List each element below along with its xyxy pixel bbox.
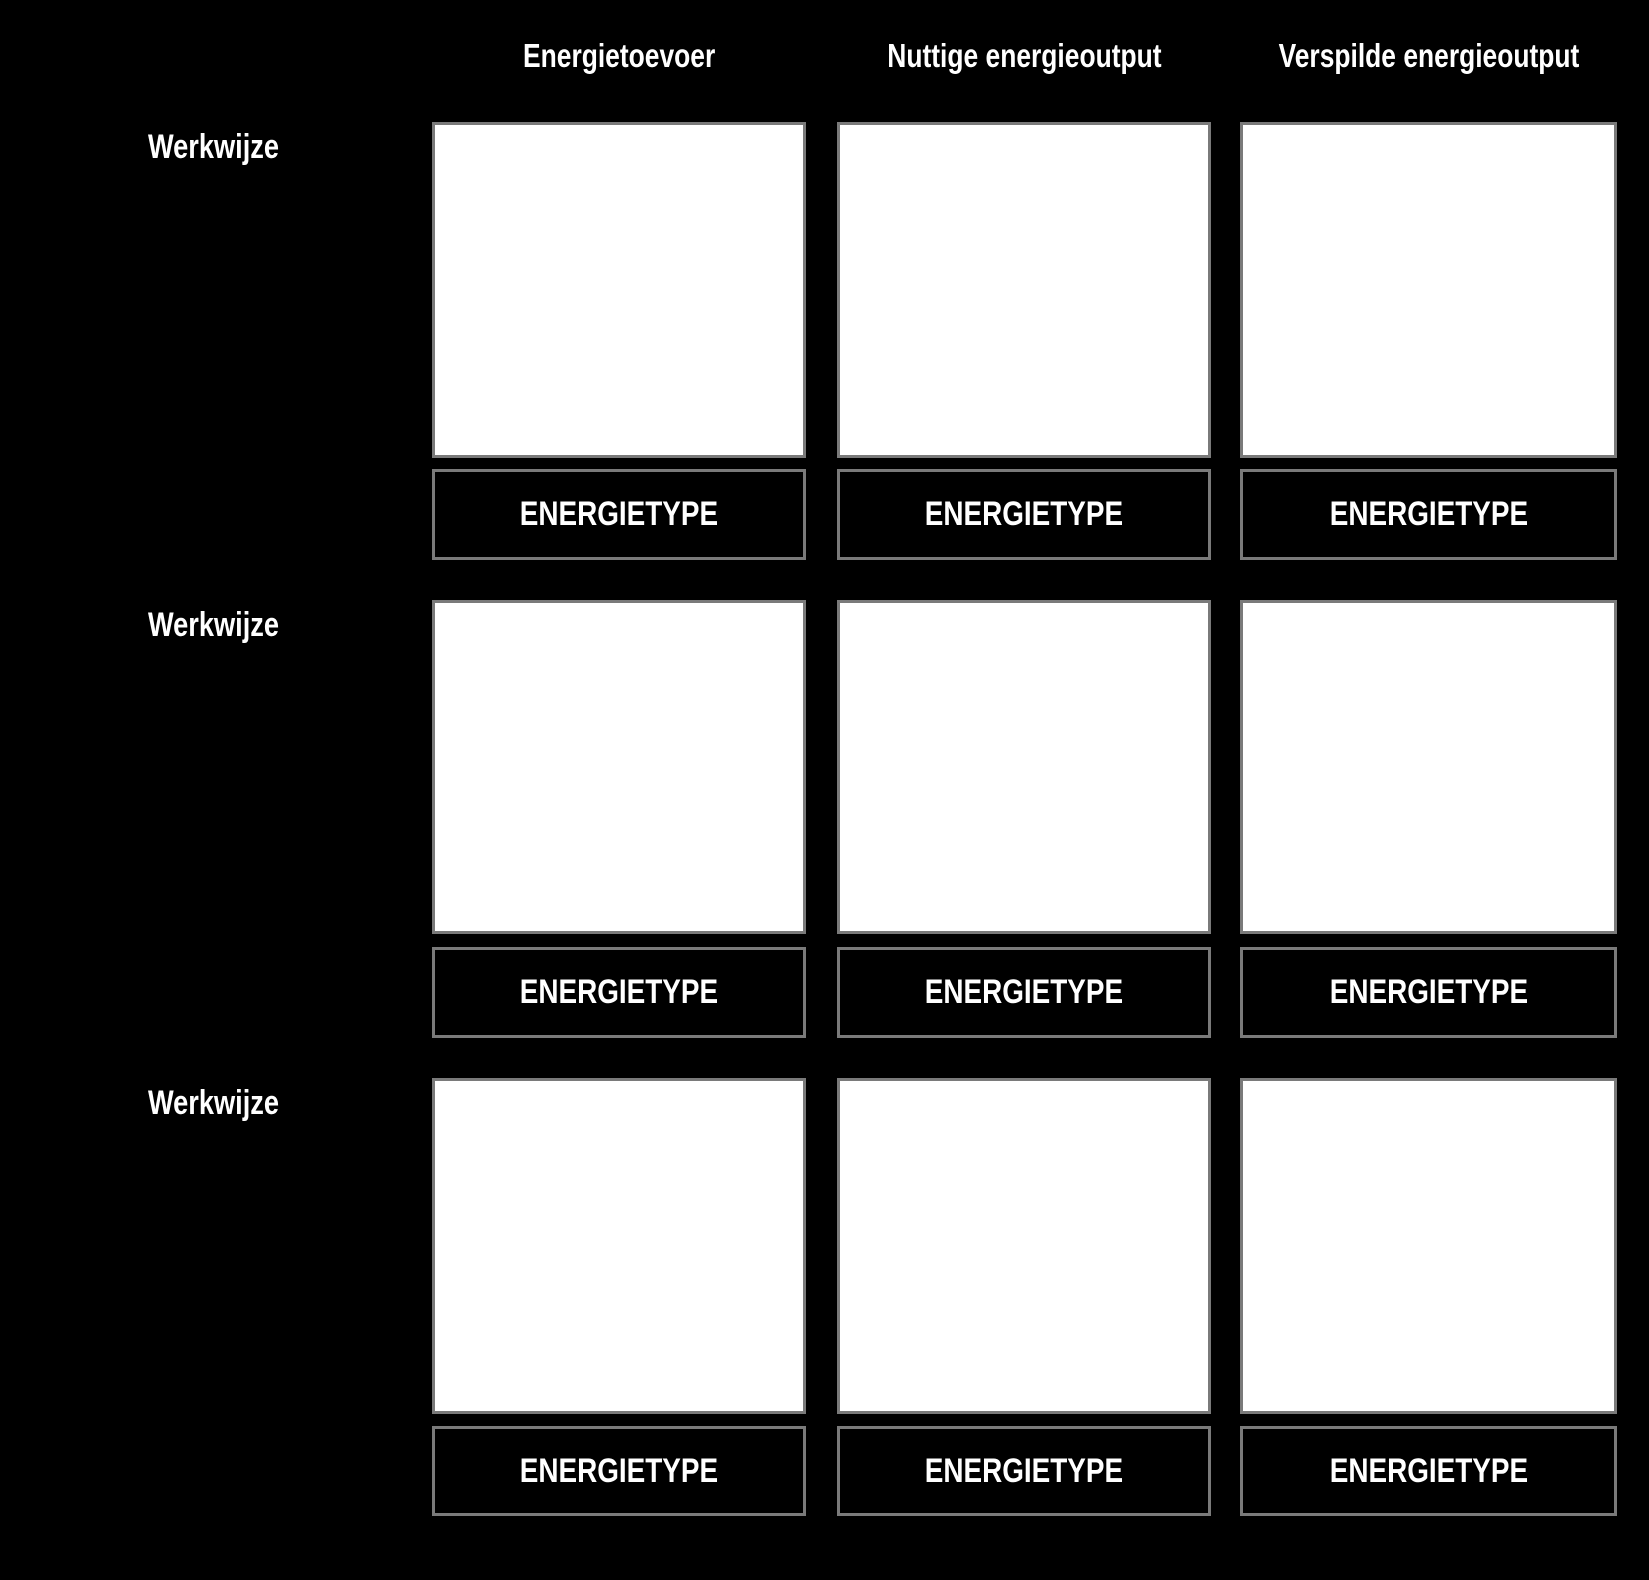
energy-type-label: ENERGIETYPE [924,495,1124,533]
column-header-verspilde-energieoutput: Verspilde energieoutput [1240,33,1617,78]
cell-canvas-row1-energietoevoer[interactable] [432,122,806,458]
row-label-text: Werkwijze [148,606,280,644]
energy-type-field-row2-col3[interactable]: ENERGIETYPE [1240,947,1617,1038]
column-header-label: Verspilde energieoutput [1278,36,1579,74]
column-header-label: Energietoevoer [522,36,716,74]
row-label-werkwijze-3: Werkwijze [148,1080,312,1126]
row-label-text: Werkwijze [148,1084,280,1122]
column-header-label: Nuttige energieoutput [886,36,1162,74]
column-header-energietoevoer: Energietoevoer [432,33,806,78]
energy-type-label: ENERGIETYPE [519,495,719,533]
column-header-nuttige-energieoutput: Nuttige energieoutput [837,33,1211,78]
energy-type-field-row3-col2[interactable]: ENERGIETYPE [837,1426,1211,1516]
cell-canvas-row3-verspilde-energieoutput[interactable] [1240,1078,1617,1414]
energy-type-field-row1-col2[interactable]: ENERGIETYPE [837,469,1211,560]
energy-type-field-row1-col1[interactable]: ENERGIETYPE [432,469,806,560]
energy-type-label: ENERGIETYPE [924,1451,1124,1490]
row-label-text: Werkwijze [148,128,280,166]
cell-canvas-row3-energietoevoer[interactable] [432,1078,806,1414]
energy-type-field-row2-col2[interactable]: ENERGIETYPE [837,947,1211,1038]
energy-type-field-row3-col3[interactable]: ENERGIETYPE [1240,1426,1617,1516]
energy-type-label: ENERGIETYPE [519,973,719,1011]
energy-type-field-row1-col3[interactable]: ENERGIETYPE [1240,469,1617,560]
cell-canvas-row2-energietoevoer[interactable] [432,600,806,934]
cell-canvas-row1-verspilde-energieoutput[interactable] [1240,122,1617,458]
row-label-werkwijze-2: Werkwijze [148,602,312,648]
cell-canvas-row3-nuttige-energieoutput[interactable] [837,1078,1211,1414]
energy-type-field-row2-col1[interactable]: ENERGIETYPE [432,947,806,1038]
energy-type-field-row3-col1[interactable]: ENERGIETYPE [432,1426,806,1516]
energy-type-label: ENERGIETYPE [1329,495,1528,533]
row-label-werkwijze-1: Werkwijze [148,124,312,170]
cell-canvas-row2-nuttige-energieoutput[interactable] [837,600,1211,934]
energy-type-label: ENERGIETYPE [1329,973,1528,1011]
energy-type-label: ENERGIETYPE [1329,1451,1528,1490]
cell-canvas-row2-verspilde-energieoutput[interactable] [1240,600,1617,934]
energy-type-label: ENERGIETYPE [924,973,1124,1011]
cell-canvas-row1-nuttige-energieoutput[interactable] [837,122,1211,458]
energy-type-label: ENERGIETYPE [519,1451,719,1490]
